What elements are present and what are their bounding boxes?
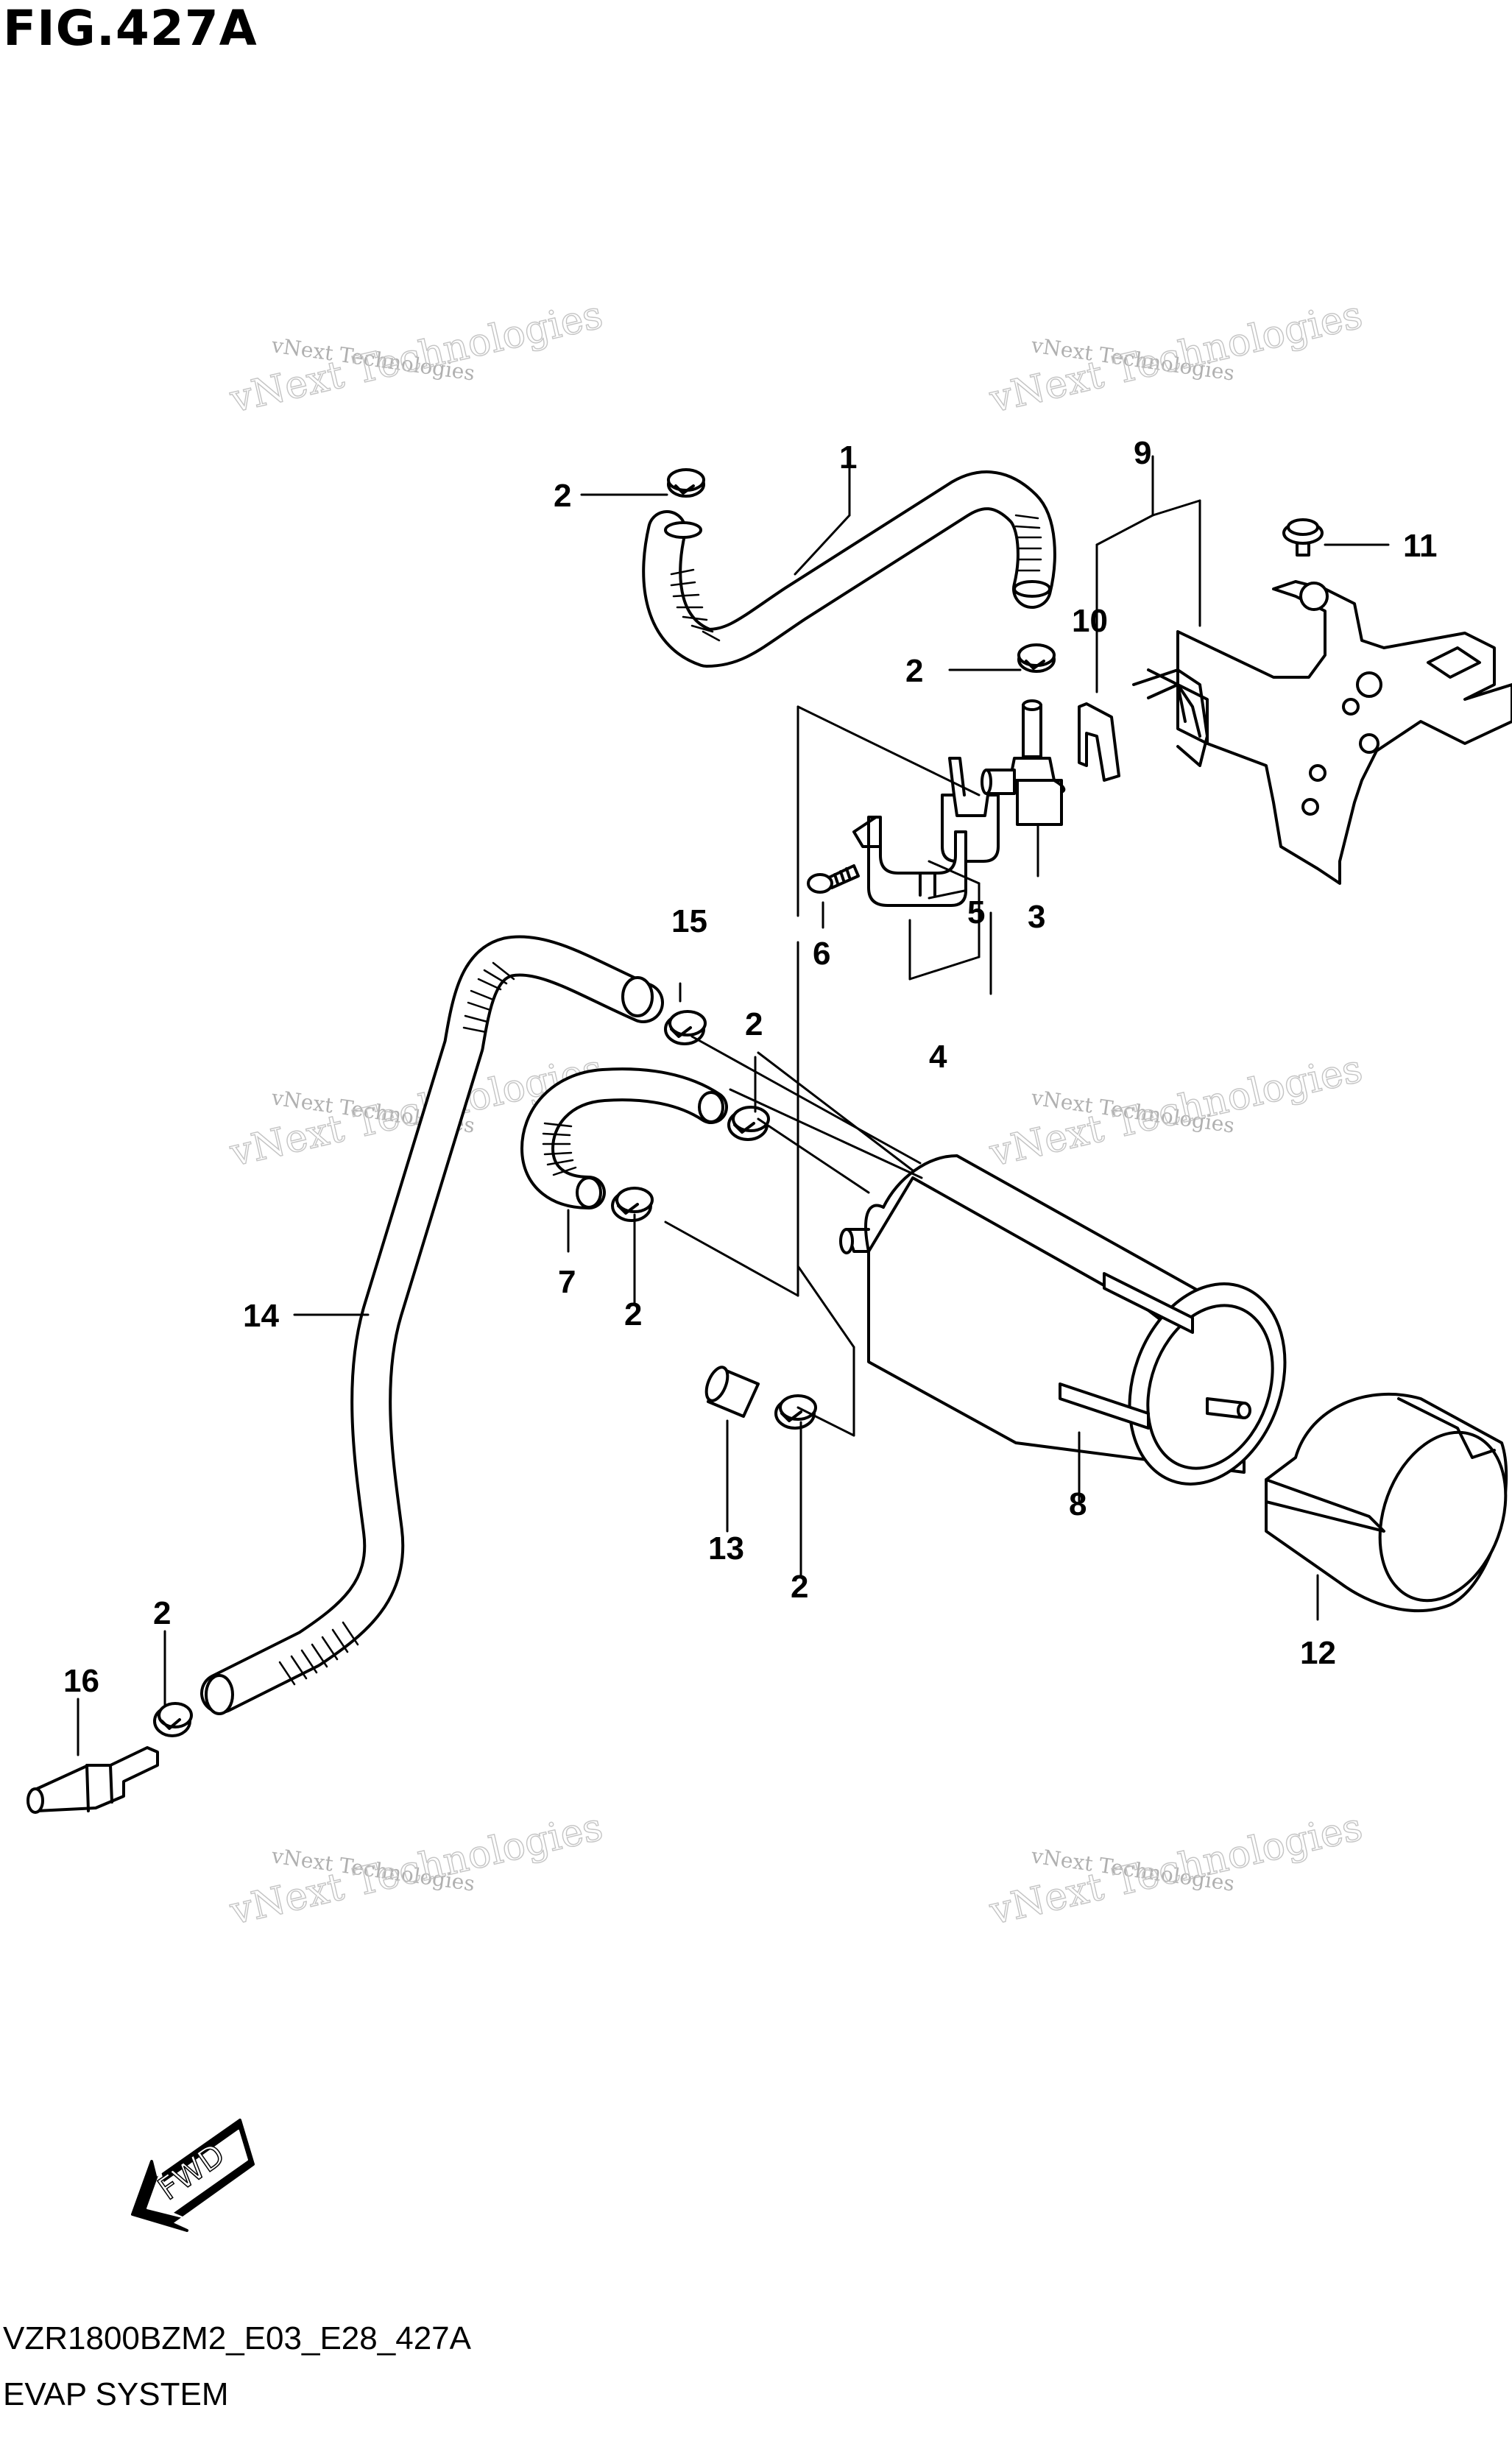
callout-6: 6: [813, 936, 830, 972]
callout-2d: 2: [624, 1296, 642, 1332]
callout-12: 12: [1300, 1635, 1336, 1671]
hose-part-7: [520, 1067, 728, 1209]
valve-part-3: [981, 699, 1066, 826]
clamp-part-2d: [727, 1106, 770, 1141]
watermark-bottom-left: vNext Technologies vNext Technologies: [225, 1804, 607, 1934]
clip-part-10: [1078, 668, 1209, 782]
callout-5: 5: [967, 894, 985, 930]
callout-15: 15: [671, 903, 707, 939]
watermark-mid-right: vNext Technologies vNext Technologies: [985, 1046, 1367, 1176]
callout-1: 1: [839, 439, 857, 476]
callout-7: 7: [558, 1264, 576, 1300]
clamp-part-2a: [667, 468, 705, 498]
bracket-plate-part-9: [1147, 580, 1512, 885]
callout-14: 14: [243, 1298, 279, 1334]
callout-9: 9: [1134, 435, 1151, 471]
figure-code: VZR1800BZM2_E03_E28_427A: [3, 2320, 471, 2356]
callout-11: 11: [1403, 528, 1438, 564]
watermark-bottom-right: vNext Technologies vNext Technologies: [985, 1804, 1367, 1934]
callout-2c: 2: [745, 1006, 763, 1042]
leader-lines: [77, 455, 1390, 1756]
watermark-text-outline: vNext Technologies: [985, 1047, 1366, 1176]
callout-8: 8: [1069, 1486, 1087, 1522]
callout-16: 16: [63, 1663, 99, 1699]
bracket-part-4: [852, 816, 967, 907]
screw-part-6: [807, 864, 860, 894]
clamp-part-2g: [153, 1702, 193, 1737]
clamp-part-2b: [1017, 643, 1056, 673]
callout-2a: 2: [554, 478, 571, 514]
figure-caption: EVAP SYSTEM: [3, 2376, 229, 2412]
callout-2e: 2: [791, 1569, 808, 1605]
figure-title: FIG.427A: [3, 0, 258, 57]
callout-10: 10: [1072, 603, 1108, 639]
callout-13: 13: [708, 1530, 744, 1567]
fitting-part-16: [27, 1746, 159, 1814]
clamp-part-2f: [774, 1394, 817, 1430]
hose-part-13: [704, 1366, 760, 1418]
watermark-top-right: vNext Technologies vNext Technologies: [985, 292, 1367, 422]
clamp-part-2c: [664, 1010, 707, 1045]
cap-part-12: [1265, 1392, 1508, 1612]
watermark-text-outline: vNext Technologies: [225, 1805, 607, 1934]
fwd-arrow: [131, 2119, 255, 2232]
hose-part-14: [200, 935, 664, 1715]
callout-4: 4: [929, 1039, 947, 1075]
bolt-part-11: [1282, 518, 1324, 557]
watermark-text-outline: vNext Technologies: [985, 1805, 1366, 1934]
watermark-top-left: vNext Technologies vNext Technologies: [225, 292, 607, 422]
clamp-part-2e: [611, 1187, 654, 1222]
hose-part-1: [642, 470, 1056, 668]
callout-2b: 2: [905, 653, 923, 689]
callout-2f: 2: [153, 1595, 171, 1631]
callout-3: 3: [1028, 899, 1045, 935]
canister-part-8: [839, 1154, 1287, 1486]
